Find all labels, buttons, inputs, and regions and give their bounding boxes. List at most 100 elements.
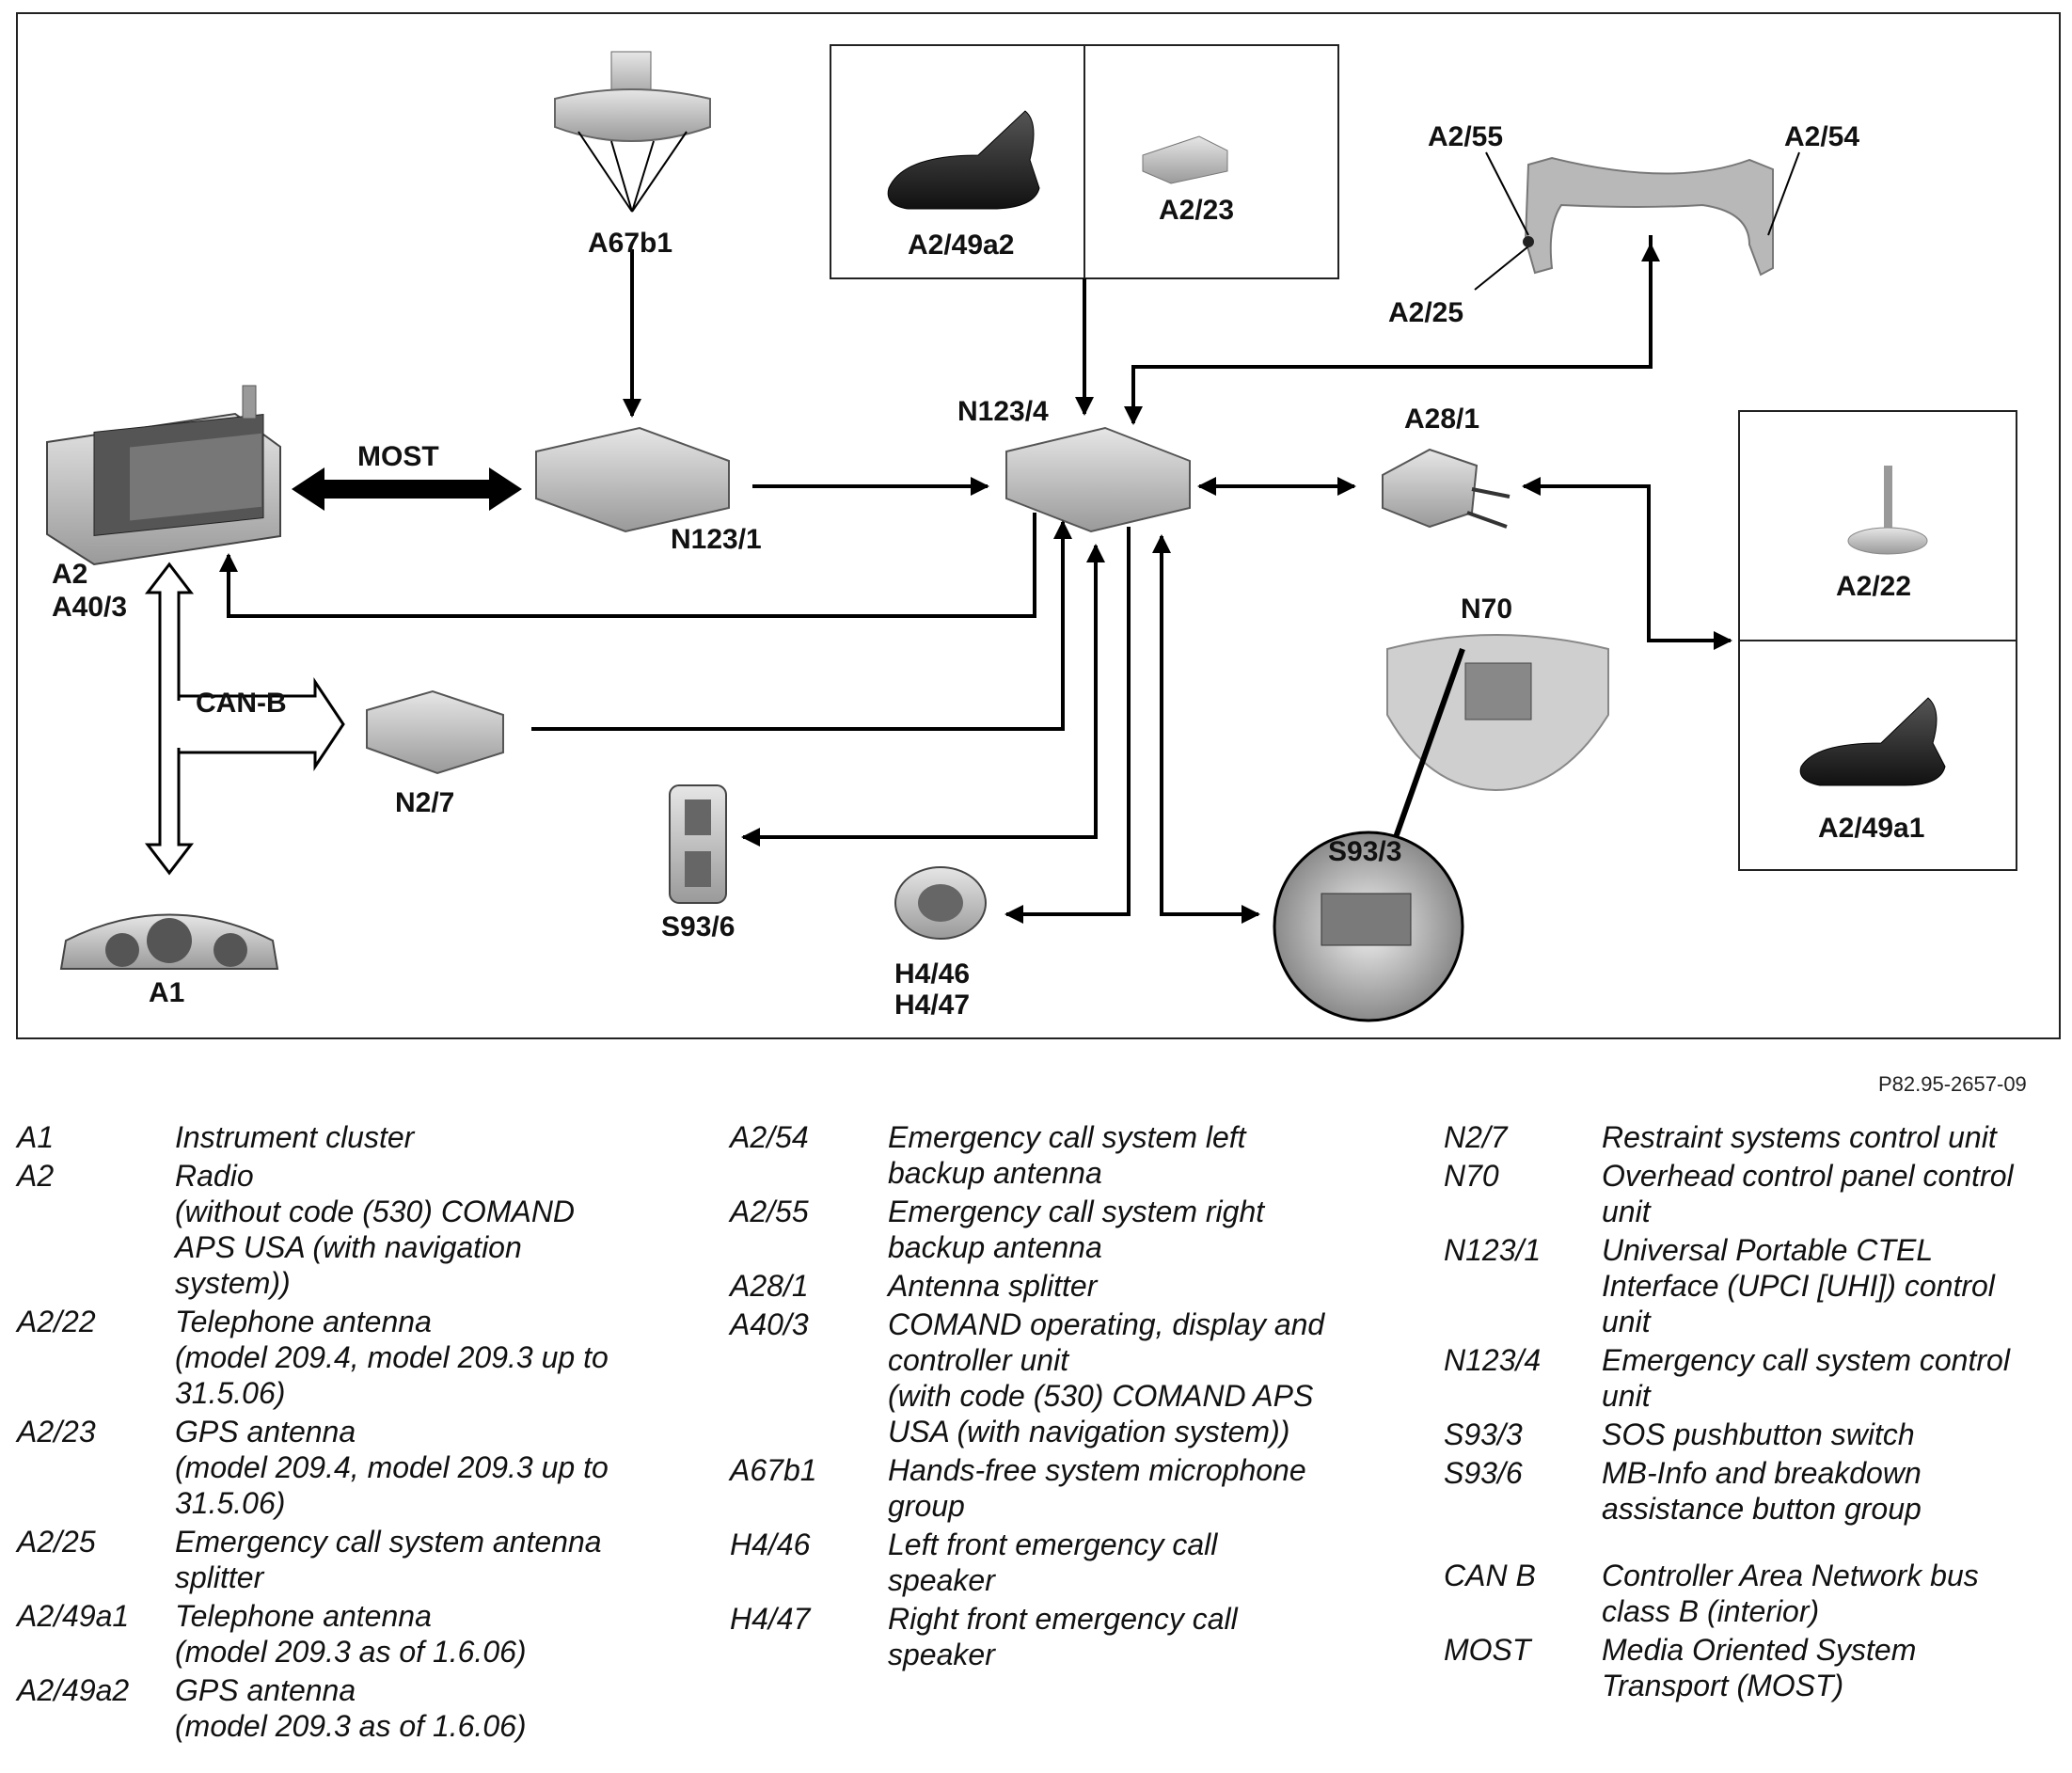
label-h4-46: H4/46 [894,958,970,989]
legend-code: H4/47 [730,1602,811,1636]
most-bus-arrow [292,467,522,511]
legend-description-line: Transport (MOST) [1602,1669,1844,1702]
label-h4-47: H4/47 [894,989,970,1021]
legend-item: A2/23 GPS antenna(model 209.4, model 209.… [17,1414,628,1521]
legend-description-line: (model 209.3 as of 1.6.06) [175,1709,527,1743]
legend-item: A2/22 Telephone antenna(model 209.4, mode… [17,1304,628,1411]
legend-description-line: Telephone antenna [175,1599,432,1633]
legend-description-line: Telephone antenna [175,1305,432,1338]
label-n2-7: N2/7 [395,787,454,818]
legend-description: SOS pushbutton switch [1602,1417,2064,1452]
legend-code: S93/6 [1444,1456,1523,1490]
legend-code: N2/7 [1444,1120,1508,1154]
legend-description: GPS antenna(model 209.4, model 209.3 up … [175,1414,628,1521]
legend-description-line: GPS antenna [175,1673,356,1707]
legend-description-line: speaker [888,1638,995,1671]
legend-description-line: GPS antenna [175,1415,356,1448]
label-a2-23: A2/23 [1159,195,1234,226]
upci-control-unit-icon [535,426,730,533]
legend-description-line: Radio [175,1159,254,1193]
can-b-bus-arrow [144,562,345,876]
legend-description: Antenna splitter [888,1268,1379,1304]
legend-description-line: Left front emergency call [888,1528,1218,1561]
label-a2-54: A2/54 [1784,121,1859,152]
legend-description-line: unit [1602,1195,1651,1228]
legend-code: A2/23 [17,1415,96,1448]
legend-description-line: COMAND operating, display and [888,1307,1325,1341]
shark-fin-telephone-antenna-icon [1799,697,1946,786]
label-a2-49a1: A2/49a1 [1818,813,1924,844]
radio-head-unit-icon [46,385,281,566]
legend-code: MOST [1444,1633,1531,1667]
legend-description-line: system)) [175,1266,291,1300]
legend-code: A1 [17,1120,55,1154]
overhead-panel-icon [1386,634,1609,792]
legend-description-line: (model 209.3 as of 1.6.06) [175,1635,527,1669]
legend-description-line: splitter [175,1560,264,1594]
legend-code: CAN B [1444,1559,1536,1592]
label-most: MOST [357,441,439,472]
legend-code: A2/49a1 [17,1599,130,1633]
label-a2: A2 [52,559,87,590]
legend-description-line: Emergency call system control [1602,1343,2010,1377]
legend-description-line: Universal Portable CTEL [1602,1233,1934,1267]
legend-code: H4/46 [730,1528,811,1561]
legend-code: A2 [17,1159,55,1193]
legend-item: N2/7 Restraint systems control unit [1444,1119,2064,1155]
legend-description-line: class B (interior) [1602,1594,1820,1628]
emergency-control-unit-icon [1005,426,1191,533]
legend-description-line: Emergency call system left [888,1120,1246,1154]
speaker-icon [894,866,987,940]
legend-code: A67b1 [730,1453,817,1487]
legend-description-line: (model 209.4, model 209.3 up to [175,1340,609,1374]
legend-description-line: SOS pushbutton switch [1602,1417,1915,1451]
legend-code: A2/22 [17,1305,96,1338]
legend-description-line: unit [1602,1305,1651,1338]
legend-code: A2/25 [17,1525,96,1559]
legend-code: A40/3 [730,1307,809,1341]
legend-description-line: (without code (530) COMAND [175,1195,576,1228]
legend-description-line: Overhead control panel control [1602,1159,2014,1193]
legend-description-line: 31.5.06) [175,1376,286,1410]
label-a2-55: A2/55 [1428,121,1503,152]
legend-description-line: Restraint systems control unit [1602,1120,1997,1154]
restraint-control-unit-icon [366,689,504,775]
legend-description-line: Antenna splitter [888,1269,1098,1303]
legend-description: Instrument cluster [175,1119,628,1155]
button-group-icon [669,784,727,904]
legend-column-2: A2/54 Emergency call system left backup an… [730,1119,1379,1675]
legend-code: A2/54 [730,1120,809,1154]
legend-code: A2/55 [730,1195,809,1228]
legend-description-line: USA (with navigation system)) [888,1415,1290,1448]
legend-description-line: MB-Info and breakdown [1602,1456,1922,1490]
legend-description-line: controller unit [888,1343,1069,1377]
figure-reference: P82.95-2657-09 [1878,1072,2027,1096]
legend-description-line: assistance button group [1602,1492,1922,1526]
legend-description-line: Controller Area Network bus [1602,1559,1979,1592]
label-a67b1: A67b1 [588,228,672,259]
legend-code: A2/49a2 [17,1673,130,1707]
legend-description-line: speaker [888,1563,995,1597]
legend-code: N123/4 [1444,1343,1542,1377]
legend-description-line: Right front emergency call [888,1602,1238,1636]
legend-description-line: backup antenna [888,1230,1102,1264]
legend-description-line: unit [1602,1379,1651,1413]
